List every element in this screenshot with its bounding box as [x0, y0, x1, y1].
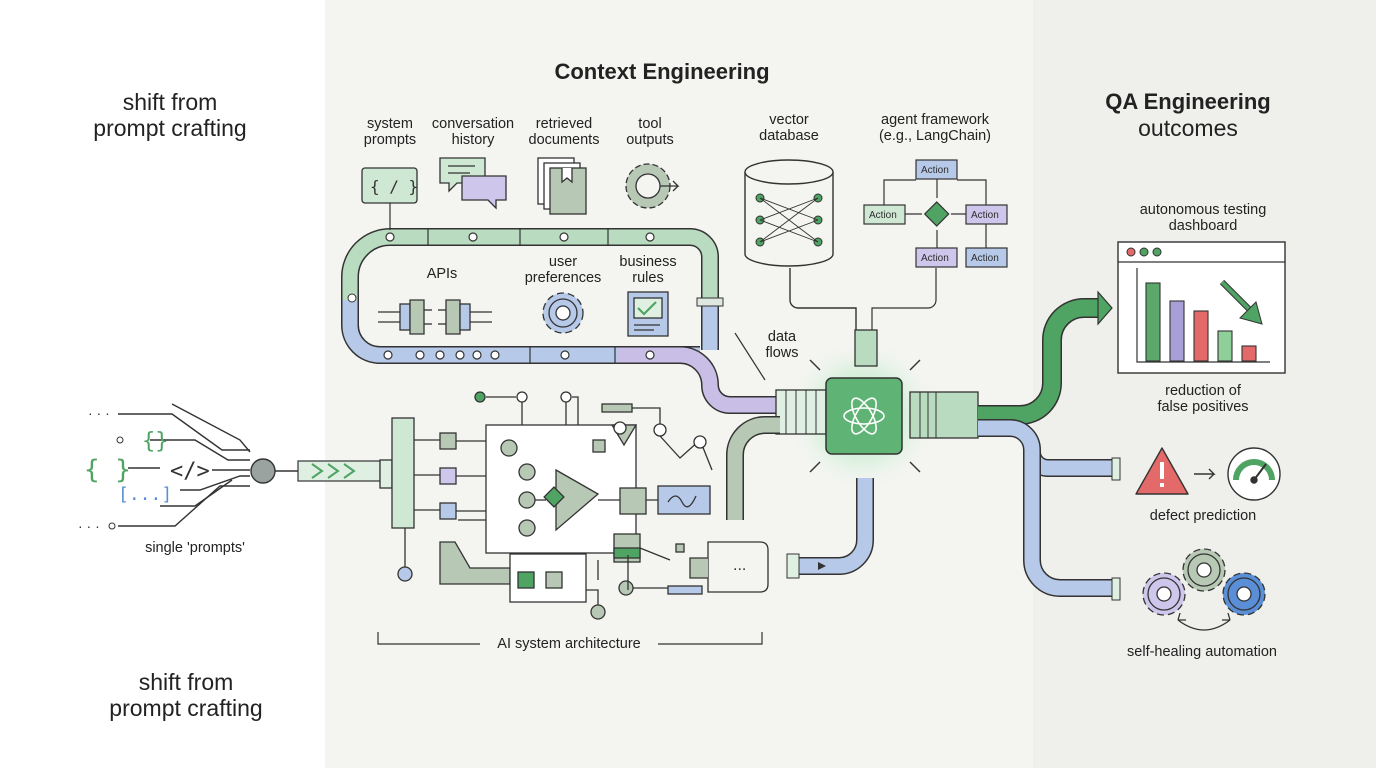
svg-text:Action: Action [921, 253, 949, 264]
pipe-joints-top [383, 232, 655, 360]
qa-outcomes-subtitle: outcomes [1138, 115, 1238, 141]
qa-engineering-title: QA Engineering [1105, 89, 1271, 114]
pipe-seams [427, 228, 616, 364]
pipe-top [390, 229, 718, 300]
svg-text:Action: Action [869, 210, 897, 221]
outcome-arrow [1097, 290, 1113, 326]
outcome-pipe-green [978, 299, 1100, 424]
label-user-preferences: user preferences [524, 254, 602, 287]
label-ai-architecture: AI system architecture [497, 636, 641, 652]
ai-core-icon [843, 397, 885, 435]
shift-title-top: shift from prompt crafting [93, 89, 247, 141]
vector-database-icon [744, 159, 857, 330]
label-defect-prediction: defect prediction [1149, 508, 1257, 524]
dots-top: · · · [88, 405, 110, 421]
testing-dashboard [1117, 241, 1286, 374]
pipe-left [342, 229, 391, 315]
defect-pipe [978, 420, 1114, 476]
label-data-flows: data flows [765, 329, 799, 362]
pipe-joint [696, 297, 724, 307]
dashboard-bar [1217, 330, 1233, 362]
return-pipe [795, 478, 873, 574]
chat-bubbles-icon [439, 157, 507, 210]
healing-pipe [1024, 450, 1114, 596]
label-dashboard: autonomous testing dashboard [1139, 202, 1267, 235]
label-tool-outputs: tool outputs [626, 116, 674, 149]
hub-left-ribs [785, 390, 817, 434]
return-pipe-cap [786, 553, 800, 579]
label-agent-framework: agent framework (e.g., LangChain) [878, 112, 992, 145]
node-dot [108, 522, 116, 530]
warning-icon [1135, 447, 1189, 495]
svg-text:Action: Action [971, 253, 999, 264]
return-arrow [818, 562, 826, 570]
label-false-positives: reduction of false positives [1157, 383, 1249, 416]
arch-pipe [727, 417, 780, 520]
hub-spark-lines [809, 359, 921, 473]
hub-right-ribs [919, 392, 937, 438]
plug-connectors-icon [378, 299, 492, 335]
label-conversation-history: conversation history [431, 116, 515, 149]
gear-icon [542, 292, 584, 334]
label-self-healing: self-healing automation [1127, 644, 1277, 660]
prompt-funnel [118, 403, 251, 527]
gear-arrow-icon [625, 163, 680, 209]
self-healing-gears-icon [1142, 548, 1266, 631]
pipe-bottom [342, 300, 700, 363]
gauge-icon [1227, 447, 1281, 501]
arrow-right-icon [1194, 468, 1216, 480]
left-panel [0, 0, 325, 768]
dashboard-bar [1193, 310, 1209, 362]
funnel-node [250, 458, 276, 484]
dashboard-bar [1145, 282, 1161, 362]
checklist-icon [627, 291, 669, 337]
label-system-prompts: system prompts [363, 116, 417, 149]
pipe-joint-left [347, 293, 357, 303]
agent-framework-flow [863, 159, 1008, 330]
documents-icon [537, 157, 587, 215]
chevrons [311, 463, 356, 479]
array-glyph: [...] [118, 484, 172, 505]
dashboard-bar [1169, 300, 1185, 362]
module-ellipsis: ... [733, 557, 746, 574]
context-engineering-title: Context Engineering [554, 59, 770, 84]
label-retrieved-documents: retrieved documents [528, 116, 600, 149]
pipe-cap [1111, 457, 1121, 481]
label-apis: APIs [426, 266, 458, 282]
hub-left-connector [775, 389, 827, 435]
bracket-label-bg [480, 634, 658, 654]
curly-glyph: {} [142, 429, 169, 454]
dashboard-bar [1241, 345, 1257, 362]
pipe-purple [618, 347, 780, 413]
node-dot [116, 436, 124, 444]
curly-glyph-large: { } [84, 455, 131, 485]
single-prompts-label: single 'prompts' [145, 540, 245, 556]
action-labels: Action Action Action Action Action [869, 165, 999, 264]
data-flows-pointer [734, 332, 766, 381]
hub-right-connector [909, 391, 979, 439]
shift-title-bottom: shift from prompt crafting [109, 669, 263, 721]
dashboard-bars [1145, 282, 1257, 362]
svg-text:Action: Action [971, 210, 999, 221]
decision-node [923, 201, 950, 227]
svg-text:Action: Action [921, 165, 949, 176]
svg-text:{ / }: { / } [370, 177, 418, 196]
code-brackets-icon: { / } [361, 167, 418, 230]
qa-outcomes-panel [1033, 0, 1376, 768]
ai-core-hub [825, 377, 903, 455]
label-business-rules: business rules [619, 254, 677, 287]
pipe-cap [1111, 577, 1121, 601]
ai-architecture-diagram [379, 391, 769, 620]
label-vector-database: vector database [759, 112, 819, 145]
dots-bottom: · · · [78, 518, 100, 534]
hub-top-connector [854, 329, 878, 367]
code-tag-glyph: </> [170, 459, 210, 484]
